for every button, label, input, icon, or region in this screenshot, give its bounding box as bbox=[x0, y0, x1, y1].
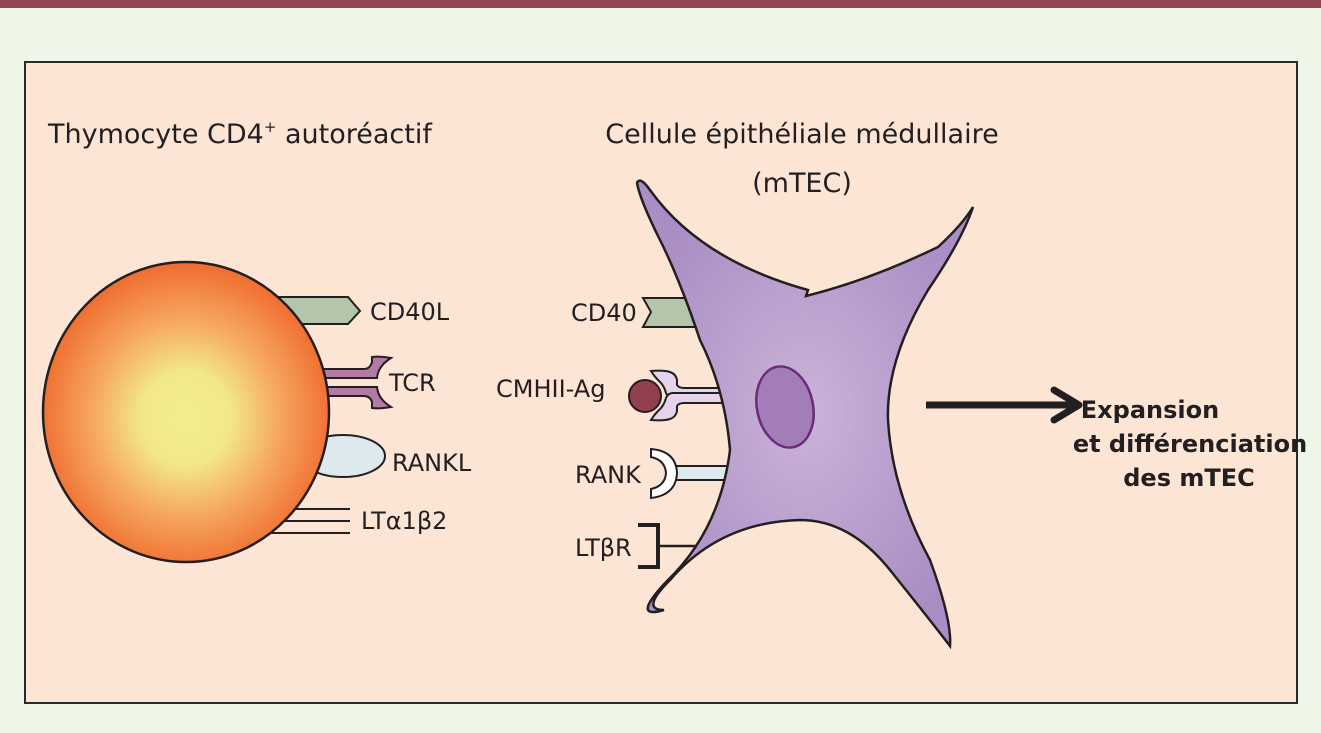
mhcii-receptor bbox=[628, 369, 726, 422]
outcome-arrow bbox=[926, 386, 1083, 424]
outcome-line1: Expansion bbox=[1081, 396, 1219, 424]
lta1b2-label: LTα1β2 bbox=[361, 507, 447, 535]
outcome-line2: et différenciation bbox=[1073, 430, 1307, 458]
rankl-label: RANKL bbox=[392, 449, 472, 477]
tcr-label: TCR bbox=[388, 369, 436, 397]
outcome-line3: des mTEC bbox=[1123, 464, 1254, 492]
thymocyte-cell bbox=[41, 260, 331, 564]
rank-label: RANK bbox=[575, 461, 642, 489]
rank-receptor bbox=[650, 447, 729, 500]
mtec-title-line2: (mTEC) bbox=[752, 168, 852, 199]
mtec-nucleus bbox=[755, 365, 815, 449]
cmhii-ag-label: CMHII-Ag bbox=[496, 375, 605, 403]
cd40-label: CD40 bbox=[571, 299, 637, 327]
tcr-receptor bbox=[315, 355, 394, 410]
cd40l-label: CD40L bbox=[370, 298, 450, 326]
mtec-title-line1: Cellule épithéliale médullaire bbox=[605, 119, 998, 150]
ltbr-receptor bbox=[638, 523, 700, 569]
header-bar bbox=[0, 0, 1321, 8]
ltbr-label: LTβR bbox=[575, 534, 632, 562]
thymocyte-title: Thymocyte CD4+ autoréactif bbox=[47, 118, 433, 150]
